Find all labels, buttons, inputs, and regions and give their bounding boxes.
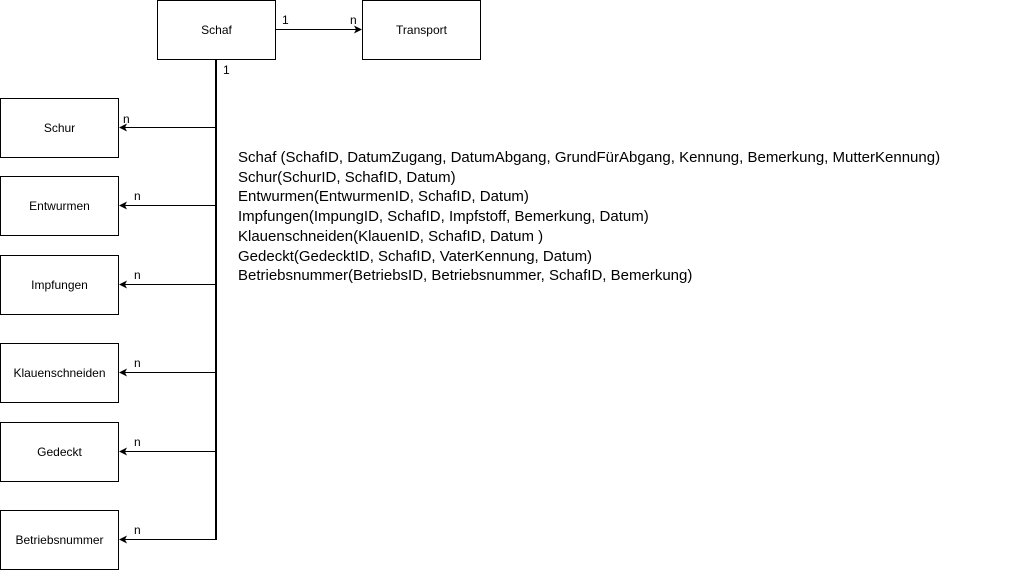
entity-impfungen[interactable]: Impfungen: [0, 255, 119, 315]
cardinality-klauenschneiden-many: n: [134, 356, 141, 370]
entity-schur-label: Schur: [44, 121, 75, 135]
cardinality-schaf-transport-many: n: [350, 13, 357, 27]
entity-schur[interactable]: Schur: [0, 98, 119, 158]
entity-transport[interactable]: Transport: [362, 0, 481, 60]
schema-line-klauenschneiden: Klauenschneiden(KlauenID, SchafID, Datum…: [238, 227, 544, 245]
schema-line-betriebsnummer: Betriebsnummer(BetriebsID, Betriebsnumme…: [238, 267, 693, 285]
entity-transport-label: Transport: [396, 23, 448, 37]
entity-betriebsnummer[interactable]: Betriebsnummer: [0, 510, 119, 570]
entity-entwurmen[interactable]: Entwurmen: [0, 176, 119, 236]
cardinality-impfungen-many: n: [134, 268, 141, 282]
entity-gedeckt-label: Gedeckt: [37, 445, 82, 459]
cardinality-entwurmen-many: n: [134, 189, 141, 203]
schema-line-schur: Schur(SchurID, SchafID, Datum): [238, 168, 456, 186]
cardinality-schur-many: n: [123, 112, 130, 126]
entity-gedeckt[interactable]: Gedeckt: [0, 422, 119, 482]
cardinality-schaf-transport-one: 1: [282, 13, 289, 27]
cardinality-betriebsnummer-many: n: [134, 523, 141, 537]
schema-line-entwurmen: Entwurmen(EntwurmenID, SchafID, Datum): [238, 188, 529, 206]
entity-klauenschneiden[interactable]: Klauenschneiden: [0, 343, 119, 403]
entity-entwurmen-label: Entwurmen: [29, 199, 90, 213]
entity-klauenschneiden-label: Klauenschneiden: [13, 366, 105, 380]
cardinality-gedeckt-many: n: [134, 435, 141, 449]
entity-schaf-label: Schaf: [201, 23, 232, 37]
schema-line-gedeckt: Gedeckt(GedecktID, SchafID, VaterKennung…: [238, 247, 593, 265]
relational-schema: Schaf (SchafID, DatumZugang, DatumAbgang…: [238, 148, 940, 286]
entity-impfungen-label: Impfungen: [31, 278, 88, 292]
entity-schaf[interactable]: Schaf: [157, 0, 276, 60]
entity-betriebsnummer-label: Betriebsnummer: [15, 533, 103, 547]
cardinality-trunk-one: 1: [223, 63, 230, 77]
schema-line-impfungen: Impfungen(ImpungID, SchafID, Impfstoff, …: [238, 208, 649, 226]
schema-line-schaf: Schaf (SchafID, DatumZugang, DatumAbgang…: [238, 149, 941, 166]
